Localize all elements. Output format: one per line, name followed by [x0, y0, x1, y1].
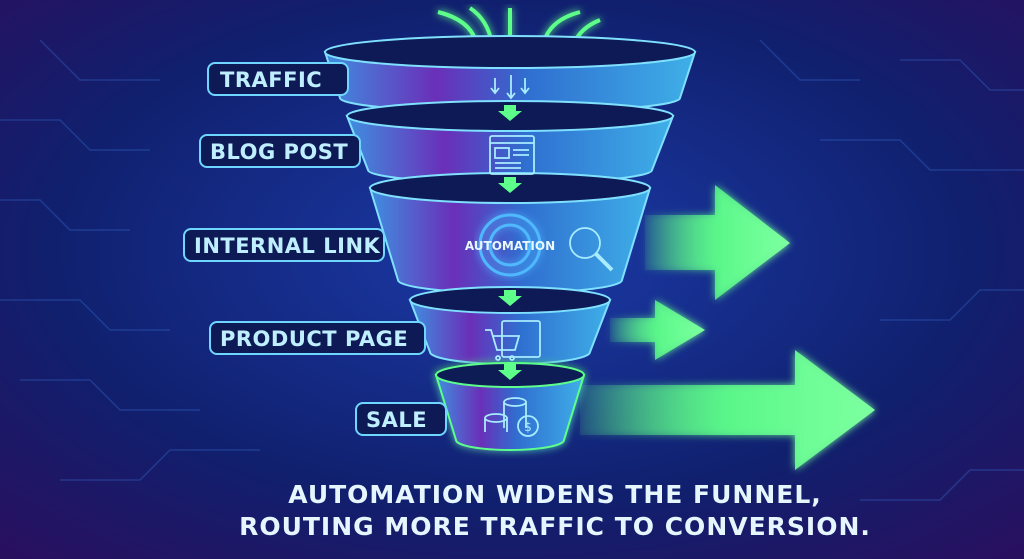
- caption-line-2: ROUTING MORE TRAFFIC TO CONVERSION.: [239, 512, 871, 541]
- flow-arrows: [498, 105, 522, 380]
- label-box-blog-post: [199, 134, 361, 168]
- stage-label-product-page: PRODUCT PAGE: [220, 327, 408, 351]
- stage-label-internal-link: INTERNAL LINK: [194, 234, 381, 258]
- arrow-medium-icon: [610, 300, 705, 360]
- label-box-internal-link: [183, 228, 385, 262]
- stage-label-sale: SALE: [366, 408, 427, 432]
- label-box-sale: [355, 402, 447, 436]
- automation-gear-icon: [478, 213, 542, 277]
- arrow-sale-icon: [580, 350, 875, 470]
- automation-label: AUTOMATION: [465, 239, 555, 253]
- circuit-pattern: [0, 39, 1024, 501]
- stage-label-traffic: TRAFFIC: [220, 68, 322, 92]
- conversion-arrows: [580, 185, 875, 470]
- stage-label-blog-post: BLOG POST: [210, 140, 348, 164]
- label-box-product-page: [209, 321, 426, 355]
- arrow-large-icon: [645, 185, 790, 300]
- magnifier-icon: [569, 227, 614, 272]
- blog-page-icon: [489, 135, 535, 175]
- coins-dollar-icon: [484, 397, 539, 437]
- dollar-icon: $: [524, 420, 532, 434]
- shopping-cart-icon: [485, 320, 541, 361]
- label-box-traffic: [207, 62, 349, 96]
- down-arrows-icon: [490, 75, 530, 100]
- caption-line-1: AUTOMATION WIDENS THE FUNNEL,: [288, 480, 822, 509]
